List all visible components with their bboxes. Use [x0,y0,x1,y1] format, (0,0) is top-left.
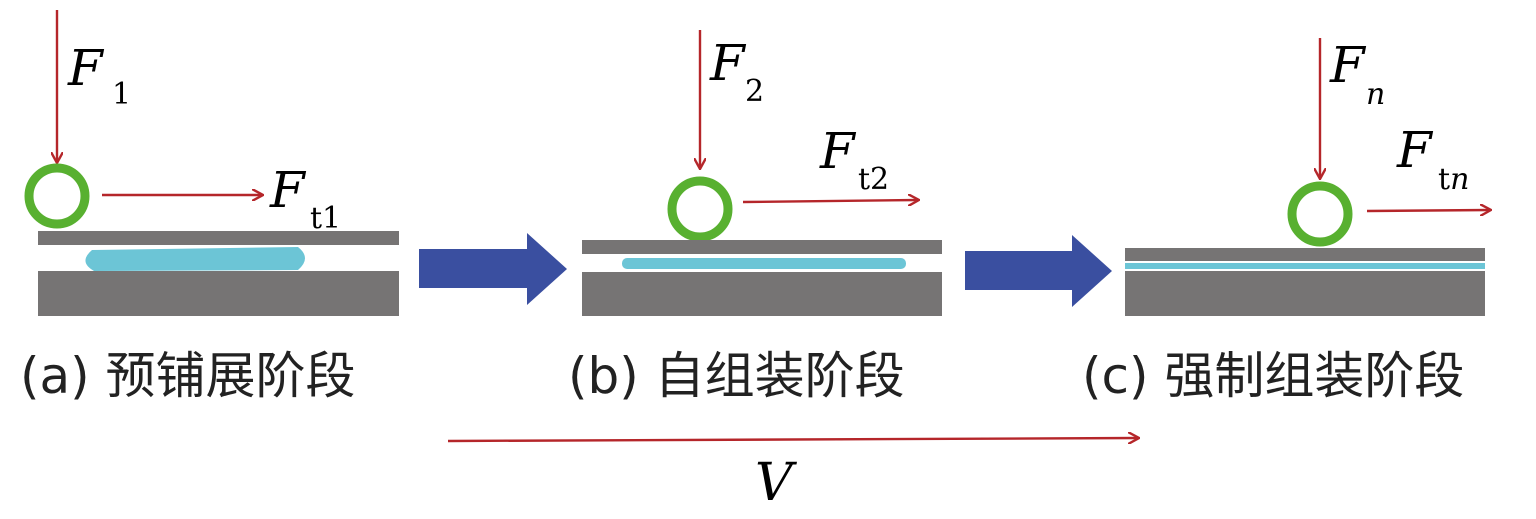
liquid-layer [85,247,305,271]
lower-plate [582,272,942,316]
normal-force-label: F [67,39,105,97]
velocity-arrow [447,438,1138,441]
lower-plate [1125,271,1485,316]
stage-a: F 1 F t1 (a) 预铺展阶段 [20,10,399,405]
tangent-force-subscript: t1 [310,201,341,236]
tangent-force-label: F [269,161,307,219]
upper-plate [582,240,942,254]
stage-c: F n F tn (c) 强制组装阶段 [1082,36,1490,405]
stage-b: F 2 F t2 (b) 自组装阶段 [568,30,942,405]
tangent-force-arrow [1366,210,1490,211]
stage-caption: (c) 强制组装阶段 [1082,347,1464,405]
tangent-force-label: F [819,122,857,180]
upper-plate [1125,248,1485,261]
roller-ring [1287,181,1353,247]
tangent-force-subscript: tn [1438,162,1469,197]
upper-plate [38,231,399,245]
stage-transition-arrow [419,233,567,305]
normal-force-label: F [1329,36,1367,94]
lower-plate [38,271,399,316]
normal-force-subscript: n [1366,77,1385,112]
tangent-force-arrow [742,200,918,202]
normal-force-subscript: 2 [745,74,764,109]
stage-caption: (b) 自组装阶段 [568,347,905,405]
normal-force-label: F [709,34,747,92]
tangent-force-subscript: t2 [858,162,889,197]
velocity-indicator: V [447,438,1138,513]
roller-ring [667,176,733,242]
normal-force-subscript: 1 [112,77,131,112]
liquid-layer [1125,263,1485,269]
stage-caption: (a) 预铺展阶段 [20,347,356,405]
velocity-label: V [755,453,797,513]
stage-transition-arrow [965,235,1112,307]
tangent-force-label: F [1396,121,1434,179]
liquid-layer [622,258,906,269]
roller-ring [24,163,90,229]
